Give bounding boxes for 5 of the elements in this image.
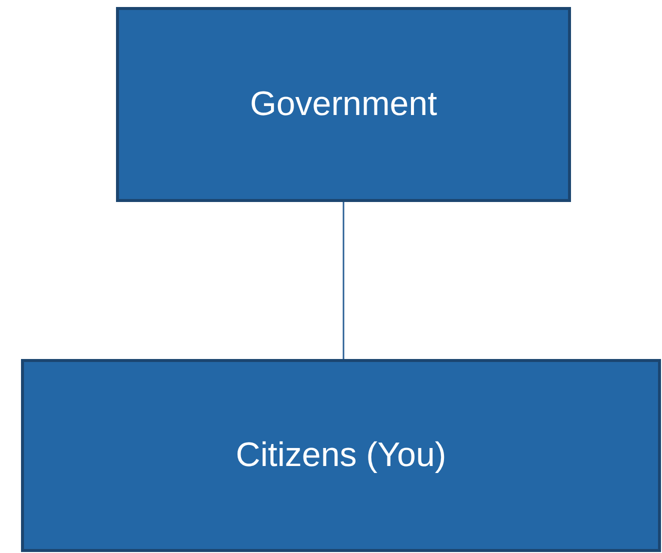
node-label: Government (250, 85, 438, 124)
process-box (116, 7, 571, 202)
node-label: Citizens (You) (236, 436, 446, 475)
connector-line (342, 202, 344, 359)
process-box (21, 359, 661, 552)
